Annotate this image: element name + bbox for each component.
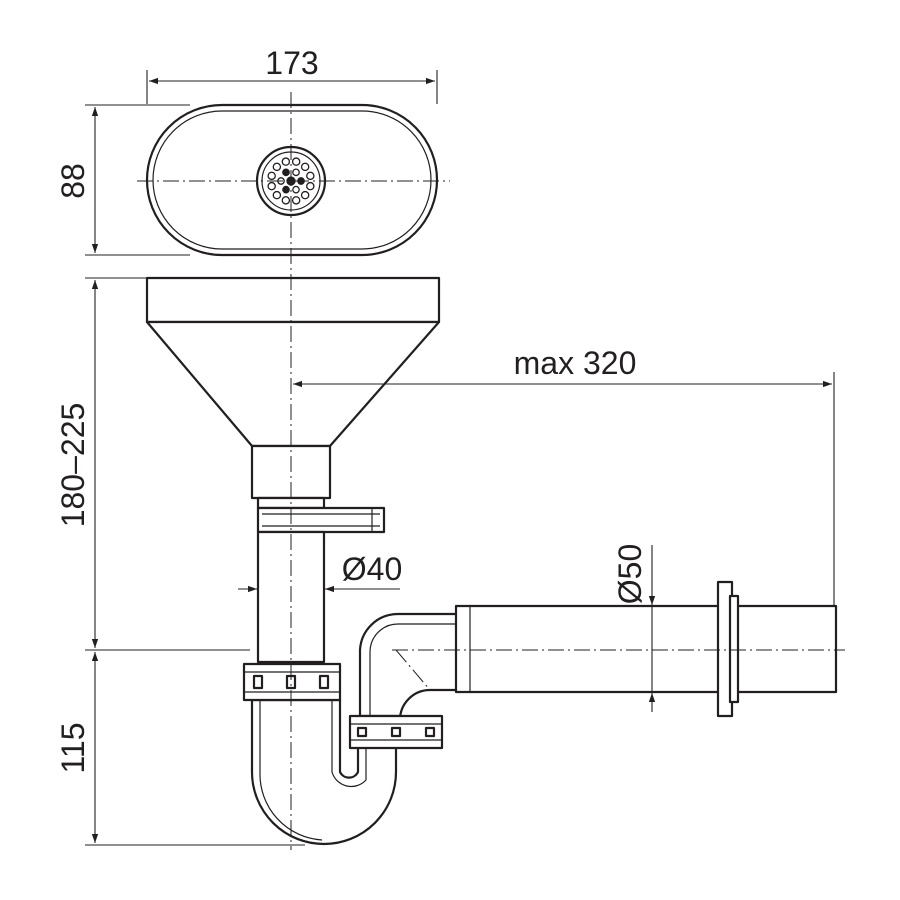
strainer-hole <box>272 190 282 200</box>
strainer-hole <box>281 157 291 166</box>
strainer-hole <box>292 185 300 194</box>
center-lines <box>137 92 845 850</box>
top-view <box>145 103 439 257</box>
strainer-hole <box>282 185 290 194</box>
overflow-connector <box>256 506 386 534</box>
funnel <box>145 276 441 510</box>
strainer-hole <box>306 181 315 191</box>
label-width: 173 <box>265 45 318 81</box>
label-height: 88 <box>55 163 91 199</box>
strainer-hole <box>267 181 276 191</box>
outlet-pipe <box>454 604 838 694</box>
elbow-body <box>358 612 462 722</box>
strainer-hole <box>292 168 300 177</box>
dimension-labels: 173 88 180–225 115 max 320 Ø40 Ø50 <box>55 45 648 774</box>
funnel-rim <box>145 276 441 324</box>
overflow-connector-body <box>256 506 386 534</box>
strainer-hole <box>272 162 282 172</box>
strainer-hole <box>291 157 301 166</box>
strainer-hole <box>282 168 290 177</box>
dimension-lines <box>85 70 835 846</box>
strainer-hole <box>300 190 310 200</box>
trap <box>242 662 398 846</box>
u-bend-outer <box>250 698 398 846</box>
label-trap-height: 115 <box>55 722 91 773</box>
oval-basin-inner <box>152 110 432 250</box>
strainer-hole <box>267 171 276 181</box>
label-outlet-diameter: Ø50 <box>612 544 648 604</box>
label-inlet-diameter: Ø40 <box>342 551 402 587</box>
outlet-elbow <box>348 580 838 750</box>
strainer-hole <box>300 162 310 172</box>
strainer-hole <box>281 196 291 205</box>
label-funnel-height: 180–225 <box>55 403 91 528</box>
strainer-hole <box>306 171 315 181</box>
strainer-hole <box>291 196 301 205</box>
label-max-reach: max 320 <box>514 345 637 381</box>
